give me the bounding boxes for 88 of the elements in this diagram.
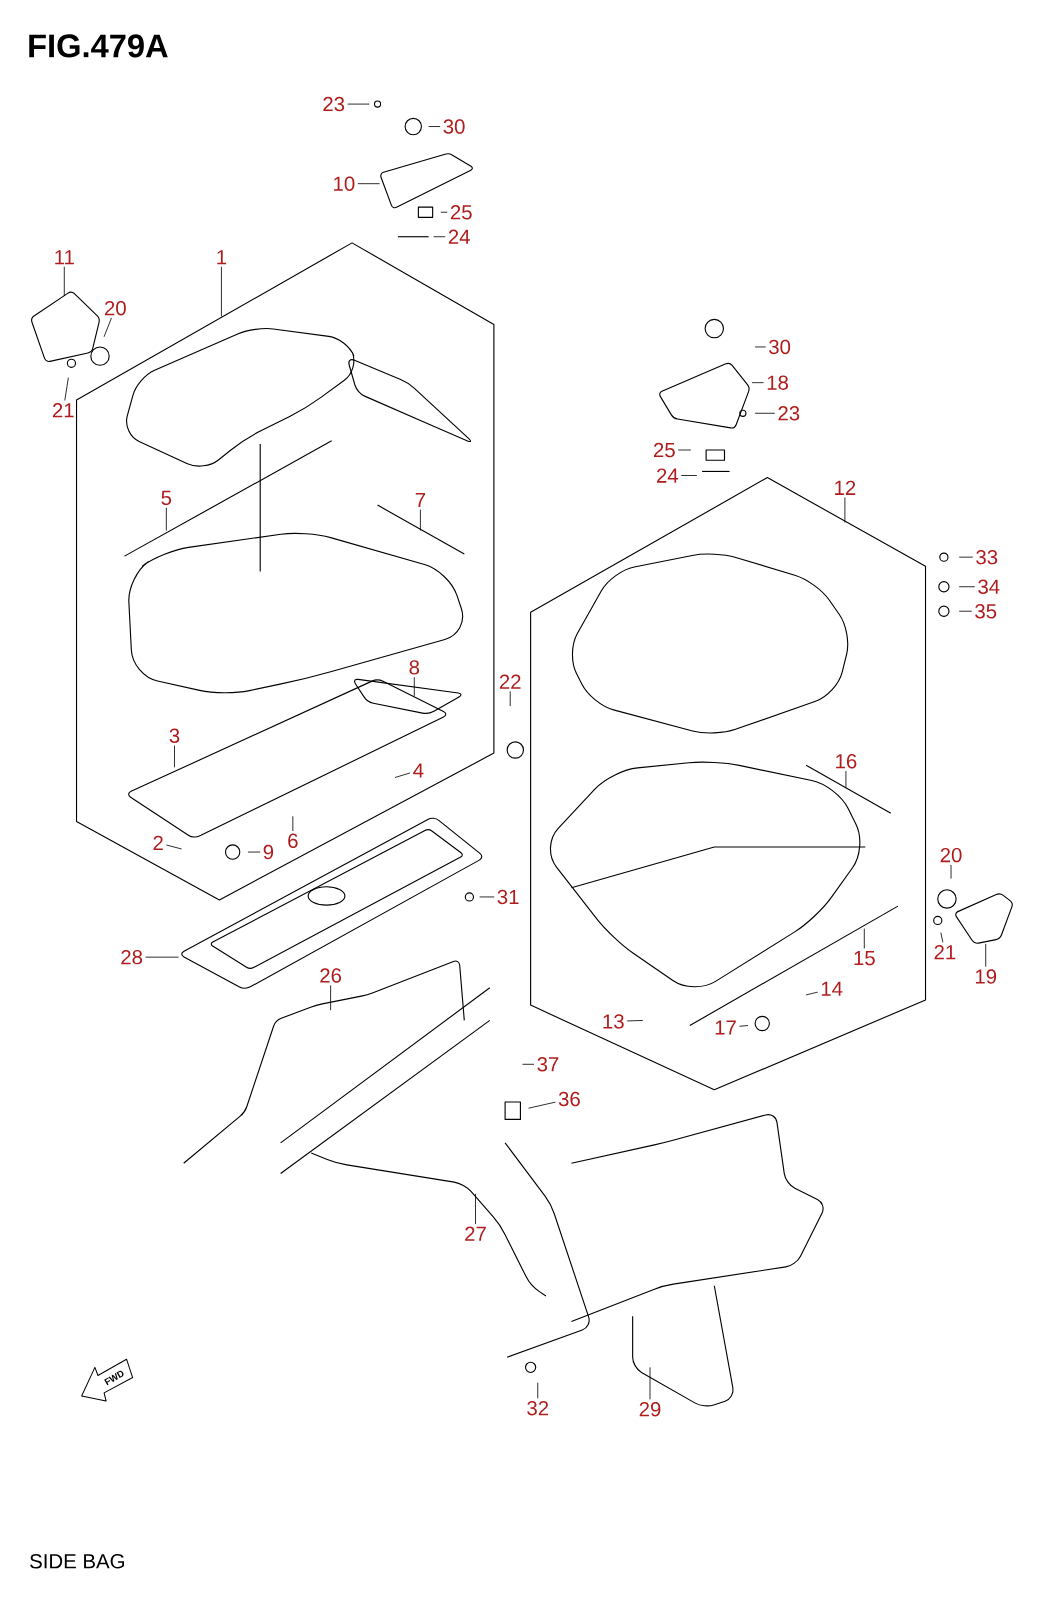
callout-number: 12 <box>835 480 856 495</box>
leader-line <box>357 183 381 185</box>
callout-number: 15 <box>854 951 875 966</box>
callout-number: 23 <box>778 406 800 421</box>
leader-line <box>940 932 944 943</box>
leader-line <box>751 382 765 384</box>
callout-number: 8 <box>409 660 420 675</box>
callout-number: 14 <box>821 981 843 996</box>
callout-number: 13 <box>603 1014 624 1029</box>
leader-line <box>221 266 222 317</box>
callout-number: 28 <box>121 949 143 965</box>
leader-line <box>394 772 411 778</box>
leader-line <box>479 896 495 898</box>
leader-line <box>428 126 441 127</box>
leader-line <box>805 991 819 996</box>
leader-line <box>739 1025 749 1027</box>
callout-number: 30 <box>769 339 791 355</box>
callout-number: 21 <box>934 944 956 960</box>
callout-number: 21 <box>53 403 74 418</box>
callout-number: 4 <box>413 763 424 778</box>
leader-line <box>64 377 69 401</box>
leader-line <box>509 690 511 707</box>
leader-line <box>247 851 261 853</box>
leader-line <box>958 556 974 558</box>
leader-line <box>145 956 180 958</box>
callout-number: 1 <box>217 250 227 265</box>
callout-number: 31 <box>497 889 519 905</box>
leader-line <box>985 943 987 968</box>
caption: SIDE BAG <box>30 1554 125 1569</box>
callout-number: 19 <box>976 969 997 984</box>
leader-line <box>292 815 294 832</box>
title: FIG.479A <box>29 34 168 58</box>
leader-line <box>626 1020 644 1022</box>
callout-number: 20 <box>940 847 962 863</box>
callout-number: 36 <box>558 1091 580 1107</box>
leader-line <box>754 412 776 414</box>
callout-number: 9 <box>263 844 274 860</box>
callout-number: 10 <box>334 176 355 191</box>
callout-number: 34 <box>978 579 1000 594</box>
leader-line <box>958 610 973 612</box>
callout-number: 30 <box>443 119 465 134</box>
leader-line <box>413 676 415 697</box>
callout-number: 23 <box>323 96 345 112</box>
leader-line <box>677 449 692 451</box>
leader-line <box>649 1366 651 1400</box>
callout-number: 37 <box>537 1057 559 1072</box>
callout-number: 18 <box>767 375 789 390</box>
leader-line <box>433 236 446 238</box>
callout-number: 27 <box>465 1226 486 1241</box>
leader-line <box>680 475 698 476</box>
leader-line <box>522 1063 535 1065</box>
callout-number: 3 <box>169 728 180 743</box>
leader-line <box>347 103 370 105</box>
leader-line <box>174 745 175 768</box>
leader-line <box>950 864 952 879</box>
callout-number: 32 <box>527 1400 549 1416</box>
callout-number: 25 <box>450 205 472 220</box>
leader-line <box>440 211 448 213</box>
leader-line <box>166 844 183 850</box>
callout-number: 7 <box>415 493 426 508</box>
leader-line <box>863 928 865 949</box>
leader-line <box>63 266 65 297</box>
callout-number: 20 <box>105 300 126 316</box>
callout-number: 29 <box>639 1402 661 1417</box>
callout-number: 11 <box>55 250 74 265</box>
callout-number: 26 <box>320 968 342 983</box>
leader-line <box>330 984 332 1011</box>
leader-line <box>103 317 112 338</box>
leader-line <box>528 1101 556 1109</box>
callout-number: 16 <box>836 754 857 769</box>
callout-number: 24 <box>448 229 470 244</box>
leader-line <box>754 346 767 348</box>
callout-number: 25 <box>654 442 675 458</box>
callout-number: 2 <box>153 835 163 850</box>
leader-line <box>420 509 421 532</box>
leader-line <box>844 497 846 523</box>
callout-number: 17 <box>715 1020 736 1035</box>
leader-line <box>475 1193 476 1225</box>
callout-number: 24 <box>657 468 679 483</box>
leader-line <box>845 770 847 789</box>
leader-line <box>166 507 167 532</box>
callout-number: 5 <box>161 490 172 506</box>
leader-line <box>958 586 976 588</box>
callout-number: 33 <box>976 549 998 565</box>
leader-line <box>537 1382 539 1399</box>
callout-number: 6 <box>288 833 298 849</box>
callout-number: 22 <box>499 674 521 689</box>
callout-number: 35 <box>975 604 997 619</box>
